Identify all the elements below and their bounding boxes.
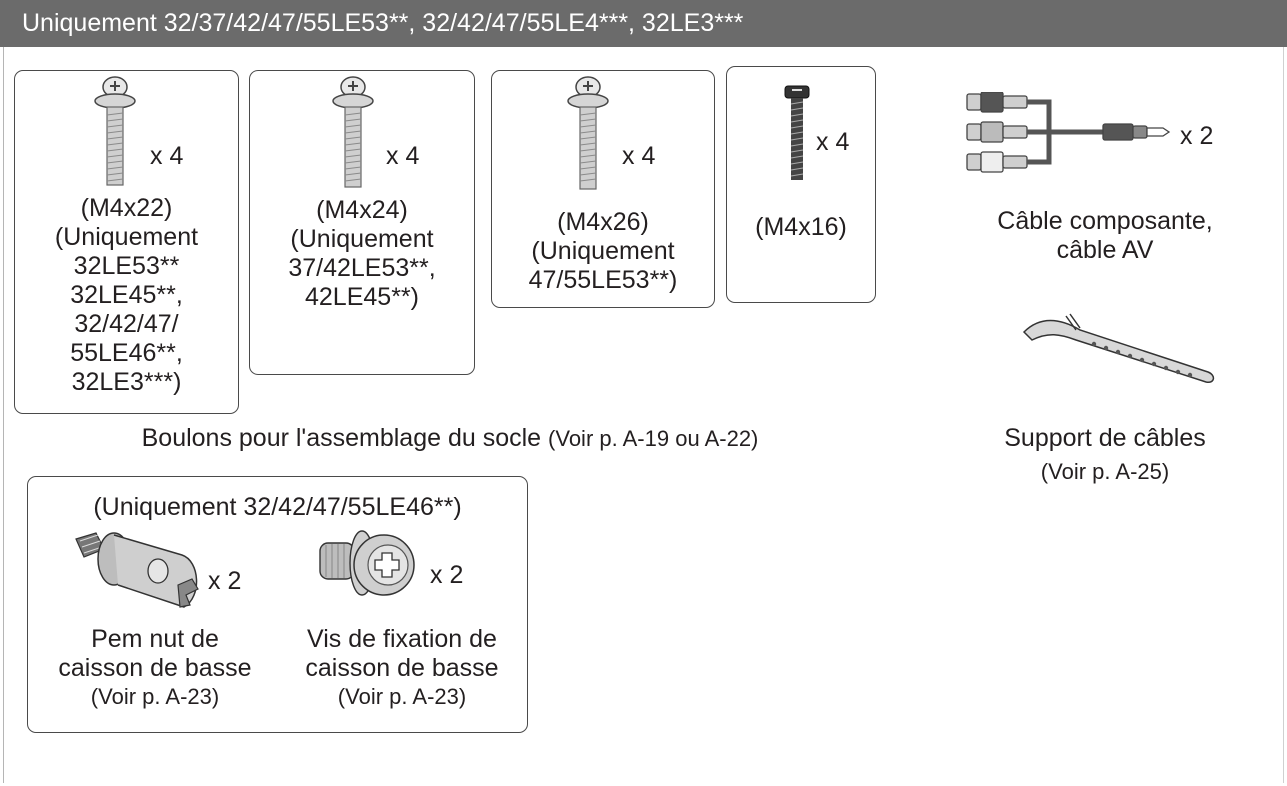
screw-icon (92, 75, 138, 195)
subwoofer-screw-quantity: x 2 (430, 561, 464, 589)
cable-holder-label: Support de câbles (Voir p. A-25) (960, 424, 1250, 486)
pem-nut-ref: (Voir p. A-23) (90, 684, 220, 709)
screw-icon (565, 75, 611, 195)
bolt-1-line: 32LE45**, (70, 281, 183, 309)
cable-holder-name: Support de câbles (1004, 424, 1206, 452)
bolt-3-quantity: x 4 (622, 142, 656, 170)
bolt-4-label: (M4x16) (726, 213, 876, 242)
subwoofer-parts-box (27, 476, 528, 733)
bolt-box-m4x22 (14, 70, 239, 414)
bolt-3-line: (M4x26) (557, 208, 649, 236)
bolt-box-m4x26 (491, 70, 715, 308)
subwoofer-screw-ref: (Voir p. A-23) (337, 684, 467, 709)
bolt-3-line: (Uniquement (531, 237, 675, 265)
bolt-1-label: (M4x22) (Uniquement 32LE53** 32LE45**, 3… (14, 194, 239, 397)
bolt-1-line: 32/42/47/ (74, 310, 179, 338)
bolt-4-line: (M4x16) (755, 213, 847, 241)
bolt-2-line: (M4x24) (316, 196, 408, 224)
cable-quantity: x 2 (1180, 122, 1214, 150)
bolts-caption-ref: (Voir p. A-19 ou A-22) (548, 426, 759, 451)
subwoofer-title: (Uniquement 32/42/47/55LE46**) (93, 493, 462, 521)
cable-label: Câble composante, câble AV (960, 207, 1250, 265)
bolt-1-line: 32LE53** (73, 252, 180, 280)
av-cable-icon (963, 92, 1173, 182)
bolt-2-line: 42LE45**) (305, 283, 419, 311)
cable-line: câble AV (1056, 236, 1154, 264)
cable-holder-ref: (Voir p. A-25) (1040, 459, 1170, 484)
bolt-1-quantity: x 4 (150, 142, 184, 170)
bolt-3-label: (M4x26) (Uniquement 47/55LE53**) (491, 208, 715, 295)
header-title: Uniquement 32/37/42/47/55LE53**, 32/42/4… (22, 9, 744, 37)
bolt-2-line: 37/42LE53**, (288, 254, 436, 282)
subwoofer-screw-line: Vis de fixation de (307, 625, 497, 653)
bolt-1-line: 55LE46**, (70, 339, 183, 367)
cable-line: Câble composante, (997, 207, 1213, 235)
long-screw-icon (783, 84, 811, 184)
cable-holder-icon (1020, 310, 1220, 390)
header-bar: Uniquement 32/37/42/47/55LE53**, 32/42/4… (0, 0, 1287, 47)
bolt-1-line: 32LE3***) (71, 368, 182, 396)
frame-left-border (3, 47, 4, 783)
bolts-caption: Boulons pour l'assemblage du socle (Voir… (40, 424, 860, 453)
subwoofer-screw-line: caisson de basse (305, 654, 499, 682)
bolt-1-line: (Uniquement (54, 223, 199, 251)
pem-nut-label: Pem nut de caisson de basse (Voir p. A-2… (40, 625, 270, 711)
bolt-2-quantity: x 4 (386, 142, 420, 170)
bolt-box-m4x24 (249, 70, 475, 375)
bolt-4-quantity: x 4 (816, 128, 850, 156)
bolt-3-line: 47/55LE53**) (528, 266, 678, 294)
subwoofer-screw-icon (314, 527, 424, 607)
bolt-1-line: (M4x22) (80, 194, 173, 222)
bolts-caption-main: Boulons pour l'assemblage du socle (141, 424, 542, 452)
screw-icon (330, 75, 376, 195)
frame-right-border (1283, 47, 1284, 783)
subwoofer-screw-label: Vis de fixation de caisson de basse (Voi… (282, 625, 522, 711)
pem-nut-quantity: x 2 (208, 567, 242, 595)
bolt-2-label: (M4x24) (Uniquement 37/42LE53**, 42LE45*… (249, 196, 475, 312)
bolt-2-line: (Uniquement (290, 225, 434, 253)
pem-nut-line: Pem nut de (91, 625, 219, 653)
pem-nut-line: caisson de basse (58, 654, 252, 682)
pem-nut-icon (72, 527, 212, 617)
